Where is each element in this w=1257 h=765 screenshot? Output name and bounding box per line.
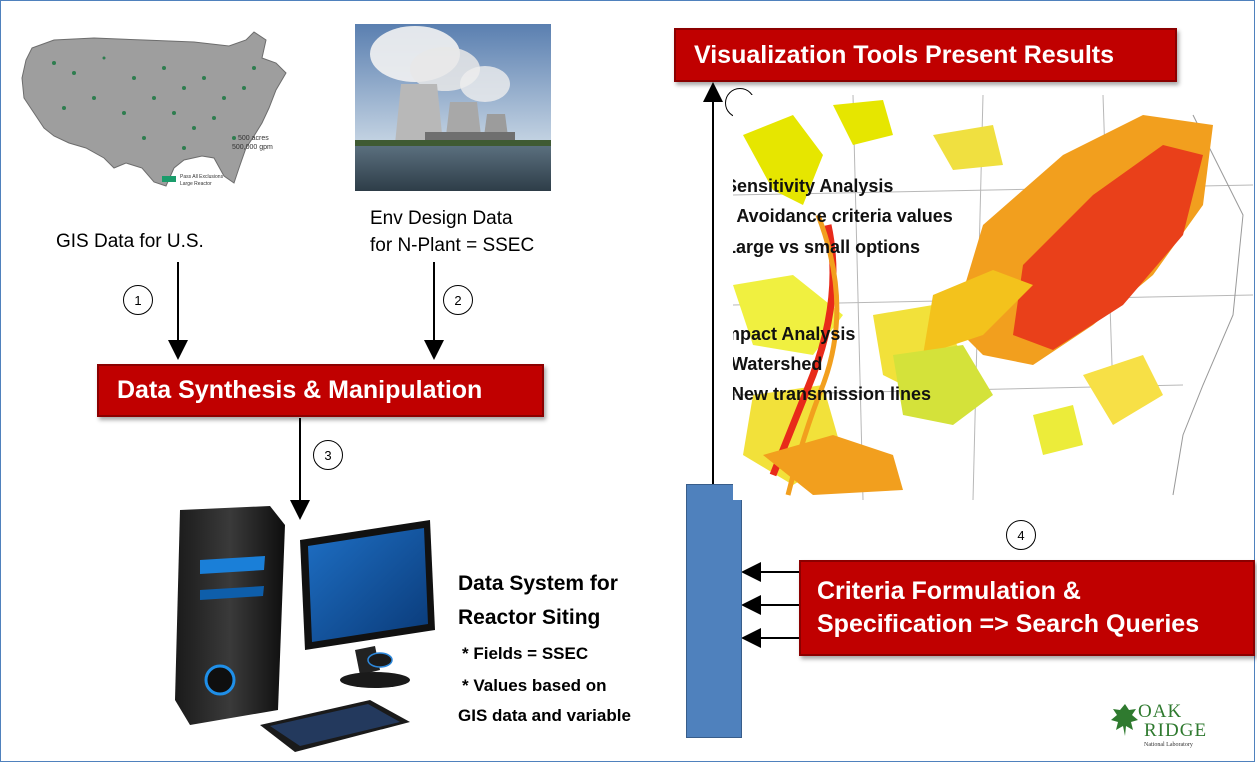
env-design-label-line2: for N-Plant = SSEC bbox=[370, 235, 535, 256]
data-system-bullet-2: * Values based on bbox=[462, 676, 607, 695]
data-synthesis-label: Data Synthesis & Manipulation bbox=[117, 376, 483, 404]
nuclear-plant-photo bbox=[355, 24, 551, 191]
criteria-line1: Criteria Formulation & bbox=[817, 577, 1081, 605]
logo-ridge: RIDGE bbox=[1144, 720, 1208, 741]
sensitivity-line2: Large vs small options bbox=[733, 237, 921, 257]
query-connector-bar bbox=[686, 484, 742, 738]
impact-line2: * New transmission lines bbox=[733, 384, 932, 404]
impact-title: Impact Analysis bbox=[733, 324, 856, 344]
data-system-title-line1: Data System for bbox=[458, 572, 618, 595]
criteria-formulation-box: Criteria Formulation & Specification => … bbox=[799, 560, 1255, 656]
map-key-line1: Pass All Exclusions bbox=[180, 174, 224, 180]
logo-oak: OAK bbox=[1138, 701, 1183, 722]
visualization-tools-label: Visualization Tools Present Results bbox=[694, 40, 1115, 69]
visualization-tools-box: Visualization Tools Present Results bbox=[674, 28, 1177, 82]
data-system-bullet-1: * Fields = SSEC bbox=[462, 644, 589, 663]
impact-line1: * Watershed bbox=[733, 354, 823, 374]
env-design-label-line1: Env Design Data bbox=[370, 208, 513, 229]
computer-illustration bbox=[160, 500, 450, 760]
step-1-marker: 1 bbox=[123, 285, 153, 315]
sensitivity-title: Sensitivity Analysis bbox=[733, 176, 894, 196]
data-system-bullet-3: GIS data and variable bbox=[458, 706, 631, 725]
us-gis-map: 500 acres 500,000 gpm Pass All Exclusion… bbox=[14, 18, 304, 203]
step-3-marker: 3 bbox=[313, 440, 343, 470]
data-synthesis-box: Data Synthesis & Manipulation bbox=[97, 364, 544, 417]
gis-data-label: GIS Data for U.S. bbox=[56, 231, 204, 252]
sensitivity-line1: * Avoidance criteria values bbox=[733, 206, 953, 226]
step-2-marker: 2 bbox=[443, 285, 473, 315]
oak-ridge-logo: OAK RIDGE National Laboratory bbox=[1110, 700, 1250, 756]
oak-leaf-icon bbox=[1111, 704, 1138, 736]
siting-suitability-map: Sensitivity Analysis * Avoidance criteri… bbox=[733, 95, 1253, 500]
map-legend-gpm: 500,000 gpm bbox=[232, 144, 273, 151]
map-key-line2: Large Reactor bbox=[180, 181, 212, 187]
logo-national-lab: National Laboratory bbox=[1144, 742, 1193, 748]
criteria-line2: Specification => Search Queries bbox=[817, 610, 1200, 638]
step-4-marker: 4 bbox=[1006, 520, 1036, 550]
data-system-title-line2: Reactor Siting bbox=[458, 606, 601, 629]
map-legend-acres: 500 acres bbox=[238, 135, 269, 142]
